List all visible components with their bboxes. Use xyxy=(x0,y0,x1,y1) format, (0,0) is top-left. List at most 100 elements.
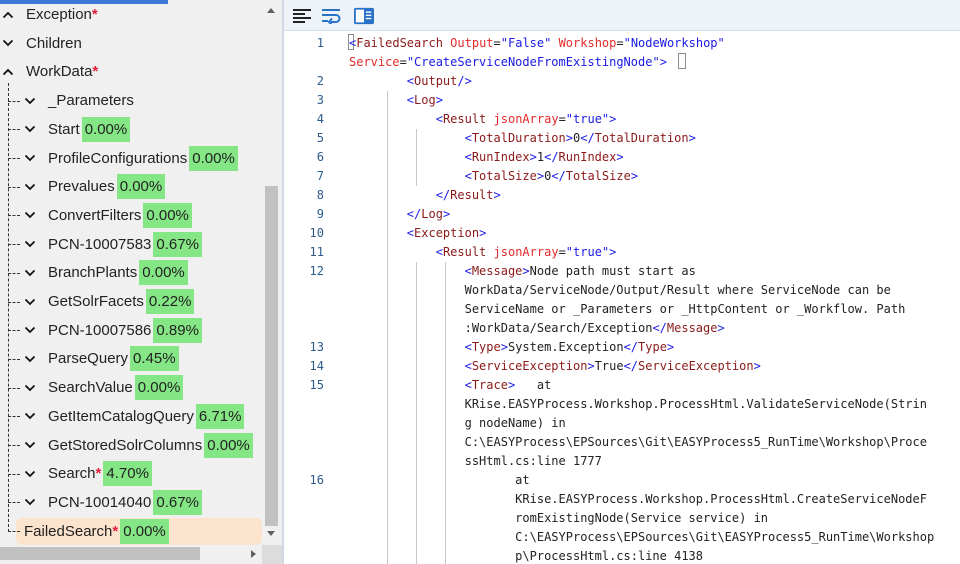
tree-node-label: GetSolrFacets xyxy=(48,293,144,310)
chevron-down-icon[interactable] xyxy=(24,95,36,107)
word-wrap-button[interactable] xyxy=(322,7,342,25)
code-line: <Exception> xyxy=(406,226,487,240)
chevron-down-icon[interactable] xyxy=(24,181,36,193)
tree-guide-connector xyxy=(8,244,20,246)
scroll-up-arrow-icon[interactable] xyxy=(267,8,275,13)
tree-node-label: Children xyxy=(26,34,82,52)
timing-percent-badge: 0.00% xyxy=(120,518,169,544)
chevron-down-icon[interactable] xyxy=(24,123,36,135)
tree-node-label: FailedSearch xyxy=(24,522,113,540)
tree-guide-connector xyxy=(8,215,20,217)
indent-guide xyxy=(386,91,388,564)
tree-node-label: Exception xyxy=(26,6,92,23)
tree-node-label: BranchPlants xyxy=(48,264,138,282)
chevron-down-icon[interactable] xyxy=(24,324,36,336)
timing-percent-badge: 0.89% xyxy=(153,317,202,343)
code-line: <Message>Node path must start as xyxy=(464,264,696,278)
timing-percent-badge: 0.00% xyxy=(134,375,184,401)
line-number: 4 xyxy=(316,112,324,126)
required-marker: * xyxy=(91,6,98,23)
tree-node-failedsearch[interactable]: FailedSearch*0.00% xyxy=(16,517,262,545)
tree-vertical-scrollbar[interactable] xyxy=(262,0,282,545)
tree-vertical-scroll-thumb[interactable] xyxy=(265,186,278,526)
line-number: 13 xyxy=(309,340,324,354)
chevron-down-icon[interactable] xyxy=(24,152,36,164)
tree-guide-connector xyxy=(8,100,20,102)
tree-horizontal-scrollbar[interactable] xyxy=(0,545,262,564)
scroll-right-arrow-icon[interactable] xyxy=(251,550,256,558)
tree-node-parameters[interactable]: _Parameters xyxy=(24,87,134,114)
line-number: 14 xyxy=(309,359,324,373)
chevron-up-icon[interactable] xyxy=(2,9,14,21)
code-line: <TotalDuration>0</TotalDuration> xyxy=(464,131,696,145)
timing-percent-badge: 0.00% xyxy=(143,202,192,228)
tree-node-search[interactable]: Search*4.70% xyxy=(24,460,152,487)
timing-percent-badge: 0.00% xyxy=(81,116,131,142)
line-number: 12 xyxy=(309,264,324,278)
chevron-down-icon[interactable] xyxy=(2,37,14,49)
scroll-down-arrow-icon[interactable] xyxy=(267,531,275,536)
chevron-down-icon[interactable] xyxy=(24,496,36,508)
indent-guide xyxy=(415,129,417,186)
tree-horizontal-scroll-thumb[interactable] xyxy=(0,547,200,560)
line-number: 8 xyxy=(316,188,324,202)
chevron-down-icon[interactable] xyxy=(24,468,36,480)
code-line: <Type>System.Exception</Type> xyxy=(464,340,675,354)
chevron-up-icon[interactable] xyxy=(2,66,14,78)
panel-toggle-button[interactable] xyxy=(354,7,374,25)
required-marker: * xyxy=(112,522,119,540)
code-view[interactable]: 1<FailedSearch Output="False" Workshop="… xyxy=(284,31,960,564)
format-align-button[interactable] xyxy=(292,7,312,25)
code-line: </Log> xyxy=(406,207,451,221)
line-number: 6 xyxy=(316,150,324,164)
chevron-down-icon[interactable] xyxy=(24,296,36,308)
xml-editor-panel: 1<FailedSearch Output="False" Workshop="… xyxy=(284,0,960,564)
tree-node-label: ConvertFilters xyxy=(48,206,142,224)
tree-node-label: PCN-10014040 xyxy=(48,493,152,511)
code-line: <FailedSearch Output="False" Workshop="N… xyxy=(349,36,725,50)
tree-header-accent xyxy=(0,0,168,4)
tree-guide-line xyxy=(8,83,9,532)
chevron-down-icon[interactable] xyxy=(24,209,36,221)
line-number: 16 xyxy=(309,473,324,487)
code-line: C:\EASYProcess\EPSources\Git\EASYProcess… xyxy=(349,530,935,544)
chevron-down-icon[interactable] xyxy=(24,410,36,422)
line-number: 5 xyxy=(316,131,324,145)
chevron-down-icon[interactable] xyxy=(24,353,36,365)
code-line: Service="CreateServiceNodeFromExistingNo… xyxy=(349,55,667,69)
indent-guide xyxy=(415,262,417,564)
chevron-down-icon[interactable] xyxy=(24,238,36,250)
code-line: <Result jsonArray="true"> xyxy=(435,112,617,126)
code-line: KRise.EASYProcess.Workshop.ProcessHtml.V… xyxy=(349,397,927,411)
tree-node-children[interactable]: Children xyxy=(0,30,82,57)
tree-node-label: Prevalues xyxy=(48,178,115,196)
format-align-icon xyxy=(293,9,311,23)
chevron-down-icon[interactable] xyxy=(24,382,36,394)
chevron-down-icon[interactable] xyxy=(24,267,36,279)
tree-node-exception[interactable]: Exception* xyxy=(0,1,98,28)
tree-guide-connector xyxy=(8,330,20,332)
tree-guide-connector xyxy=(8,473,20,475)
chevron-down-icon[interactable] xyxy=(24,439,36,451)
tree-node-label: GetItemCatalogQuery xyxy=(48,407,194,425)
tree-guide-connector xyxy=(8,416,20,418)
code-line: <RunIndex>1</RunIndex> xyxy=(464,150,624,164)
pane-splitter[interactable] xyxy=(282,0,284,564)
tree-node-workdata[interactable]: WorkData* xyxy=(0,58,98,85)
code-line: <Log> xyxy=(406,93,443,107)
code-line: <TotalSize>0</TotalSize> xyxy=(464,169,639,183)
